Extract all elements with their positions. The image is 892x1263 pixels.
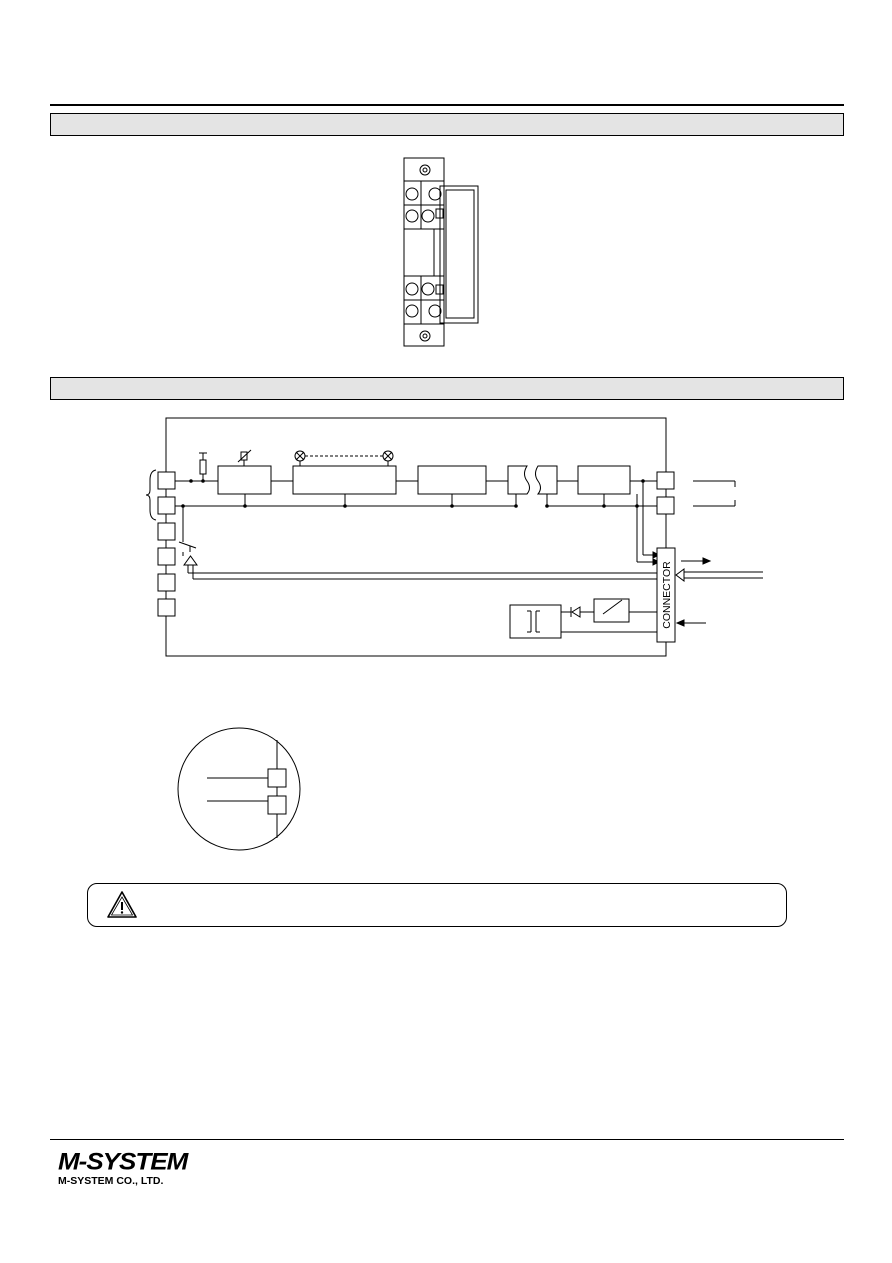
- module-front-view: [403, 157, 479, 347]
- section-header-bar-1: [50, 113, 844, 136]
- warning-triangle-icon: [107, 891, 137, 918]
- terminal-detail-circle: [177, 727, 301, 851]
- company-name: M-SYSTEM CO., LTD.: [58, 1175, 164, 1187]
- warning-notice-box: [87, 883, 787, 927]
- logo-wordmark: M-SYSTEM: [58, 1147, 188, 1175]
- company-logo: M-SYSTEM M-SYSTEM CO., LTD.: [58, 1147, 188, 1187]
- footer-rule: [50, 1139, 844, 1140]
- connector-label: CONNECTOR: [661, 561, 673, 629]
- top-rule: [50, 104, 844, 106]
- block-diagram: [145, 417, 763, 657]
- section-header-bar-2: [50, 377, 844, 400]
